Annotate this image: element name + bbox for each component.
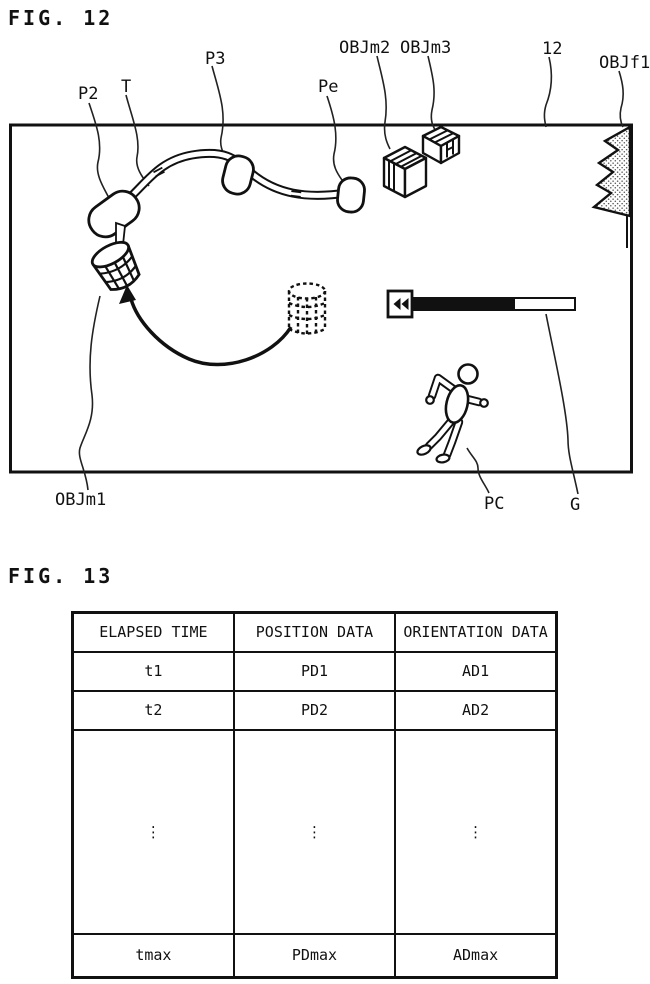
track-mark-1 xyxy=(153,166,165,178)
cell-t1: t1 xyxy=(71,650,235,692)
cell-admax: ADmax xyxy=(394,932,558,979)
cell-pd1: PD1 xyxy=(232,650,397,692)
fig12-drawing xyxy=(9,55,633,495)
table-row: tmax PDmax ADmax xyxy=(71,932,558,979)
pc-hand-right xyxy=(479,398,489,408)
leader-p2 xyxy=(88,102,111,201)
fig13-title: FIG. 13 xyxy=(8,564,114,588)
movement-arrow xyxy=(119,285,293,367)
player-character xyxy=(416,363,489,464)
pc-head xyxy=(457,363,479,385)
track-mark-2 xyxy=(290,190,302,198)
rewind-gauge xyxy=(386,289,576,319)
fig13-table: ELAPSED TIME POSITION DATA ORIENTATION D… xyxy=(71,611,558,979)
gauge-fill xyxy=(412,297,515,311)
pc-foot-right xyxy=(435,453,451,464)
leader-objf1 xyxy=(618,70,624,128)
knot-pe xyxy=(336,176,366,214)
cell-ellipsis: ⋮ xyxy=(232,728,397,935)
col-header-orientation-data: ORIENTATION DATA xyxy=(394,611,558,653)
col-header-elapsed-time: ELAPSED TIME xyxy=(71,611,235,653)
cell-ellipsis: ⋮ xyxy=(71,728,235,935)
leader-g xyxy=(545,313,579,495)
label-objm1: OBJm1 xyxy=(55,490,107,510)
label-p2: P2 xyxy=(78,84,99,104)
fig12-title: FIG. 12 xyxy=(8,6,114,30)
leader-objm2 xyxy=(376,55,391,150)
cliff-object-objf1 xyxy=(591,124,632,248)
label-pc: PC xyxy=(484,494,505,514)
rewind-icon xyxy=(393,298,409,310)
basket-objm1 xyxy=(90,240,141,291)
track-t xyxy=(110,148,348,215)
pc-foot-left xyxy=(416,444,432,456)
cell-ad2: AD2 xyxy=(394,689,558,731)
leader-12 xyxy=(543,56,553,128)
knot-p3 xyxy=(221,154,255,196)
cell-t2: t2 xyxy=(71,689,235,731)
label-pe: Pe xyxy=(318,77,339,97)
table-header-row: ELAPSED TIME POSITION DATA ORIENTATION D… xyxy=(71,611,558,653)
label-objf1: OBJf1 xyxy=(599,53,650,73)
label-p3: P3 xyxy=(205,49,226,69)
arrowhead xyxy=(119,285,136,304)
label-g: G xyxy=(570,495,581,515)
box-objm2 xyxy=(382,145,428,199)
pc-torso xyxy=(444,384,470,424)
basket-ghost-dotted xyxy=(287,282,327,335)
leader-objm3 xyxy=(427,55,437,132)
pc-hand-left xyxy=(425,395,435,405)
fig13-table-wrap: ELAPSED TIME POSITION DATA ORIENTATION D… xyxy=(71,611,558,979)
label-t: T xyxy=(121,77,132,97)
table-row: t1 PD1 AD1 xyxy=(71,650,558,692)
table-row-ellipsis: ⋮ ⋮ ⋮ xyxy=(71,728,558,935)
col-header-position-data: POSITION DATA xyxy=(232,611,397,653)
leader-objm1 xyxy=(78,295,101,491)
leader-pe xyxy=(326,95,343,181)
table-row: t2 PD2 AD2 xyxy=(71,689,558,731)
cell-ellipsis: ⋮ xyxy=(394,728,558,935)
leader-pc xyxy=(466,447,490,494)
cell-pdmax: PDmax xyxy=(232,932,397,979)
cell-pd2: PD2 xyxy=(232,689,397,731)
label-12: 12 xyxy=(542,39,563,59)
label-objm3: OBJm3 xyxy=(400,38,452,58)
label-objm2: OBJm2 xyxy=(339,38,391,58)
box-objm3 xyxy=(421,125,461,165)
cell-ad1: AD1 xyxy=(394,650,558,692)
cell-tmax: tmax xyxy=(71,932,235,979)
